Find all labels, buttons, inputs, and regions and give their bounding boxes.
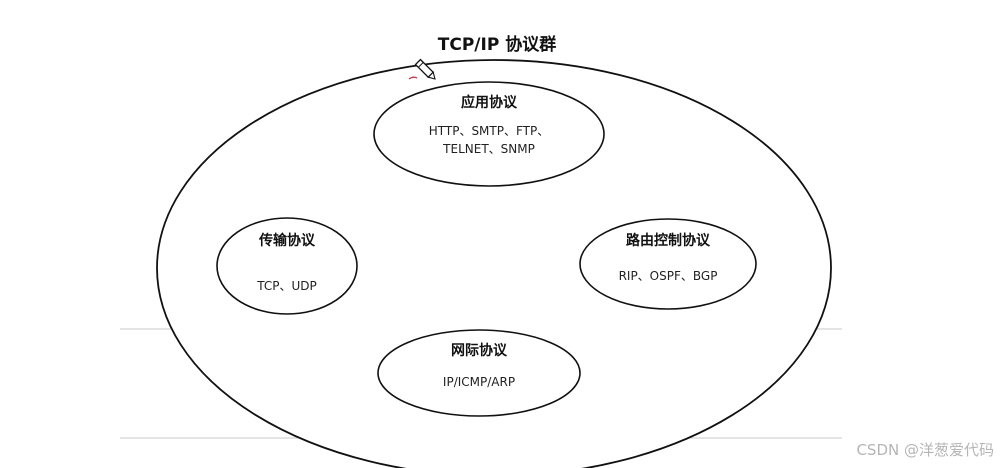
node-transport-title: 传输协议: [258, 232, 316, 249]
node-transport-line-1: TCP、UDP: [256, 279, 317, 293]
node-routing-ellipse: [579, 218, 757, 310]
node-application-ellipse: [373, 81, 605, 187]
outer-ellipse-tcp-ip-suite: [156, 59, 832, 468]
csdn-watermark: CSDN @洋葱爱代码: [856, 441, 994, 459]
node-routing-title: 路由控制协议: [626, 232, 711, 249]
red-scribble-mark: [408, 76, 418, 80]
node-application-line-2: TELNET、SNMP: [442, 142, 535, 156]
node-internet-title: 网际协议: [451, 342, 508, 359]
node-internet-line-1: IP/ICMP/ARP: [443, 375, 515, 389]
pencil-icon: [414, 58, 436, 80]
node-internet-ellipse: [377, 329, 581, 417]
diagram-title: TCP/IP 协议群: [438, 34, 556, 55]
node-application-line-1: HTTP、SMTP、FTP、: [429, 124, 550, 138]
node-application-title: 应用协议: [461, 94, 518, 111]
node-routing-line-1: RIP、OSPF、BGP: [619, 269, 718, 283]
node-transport-ellipse: [216, 217, 358, 315]
